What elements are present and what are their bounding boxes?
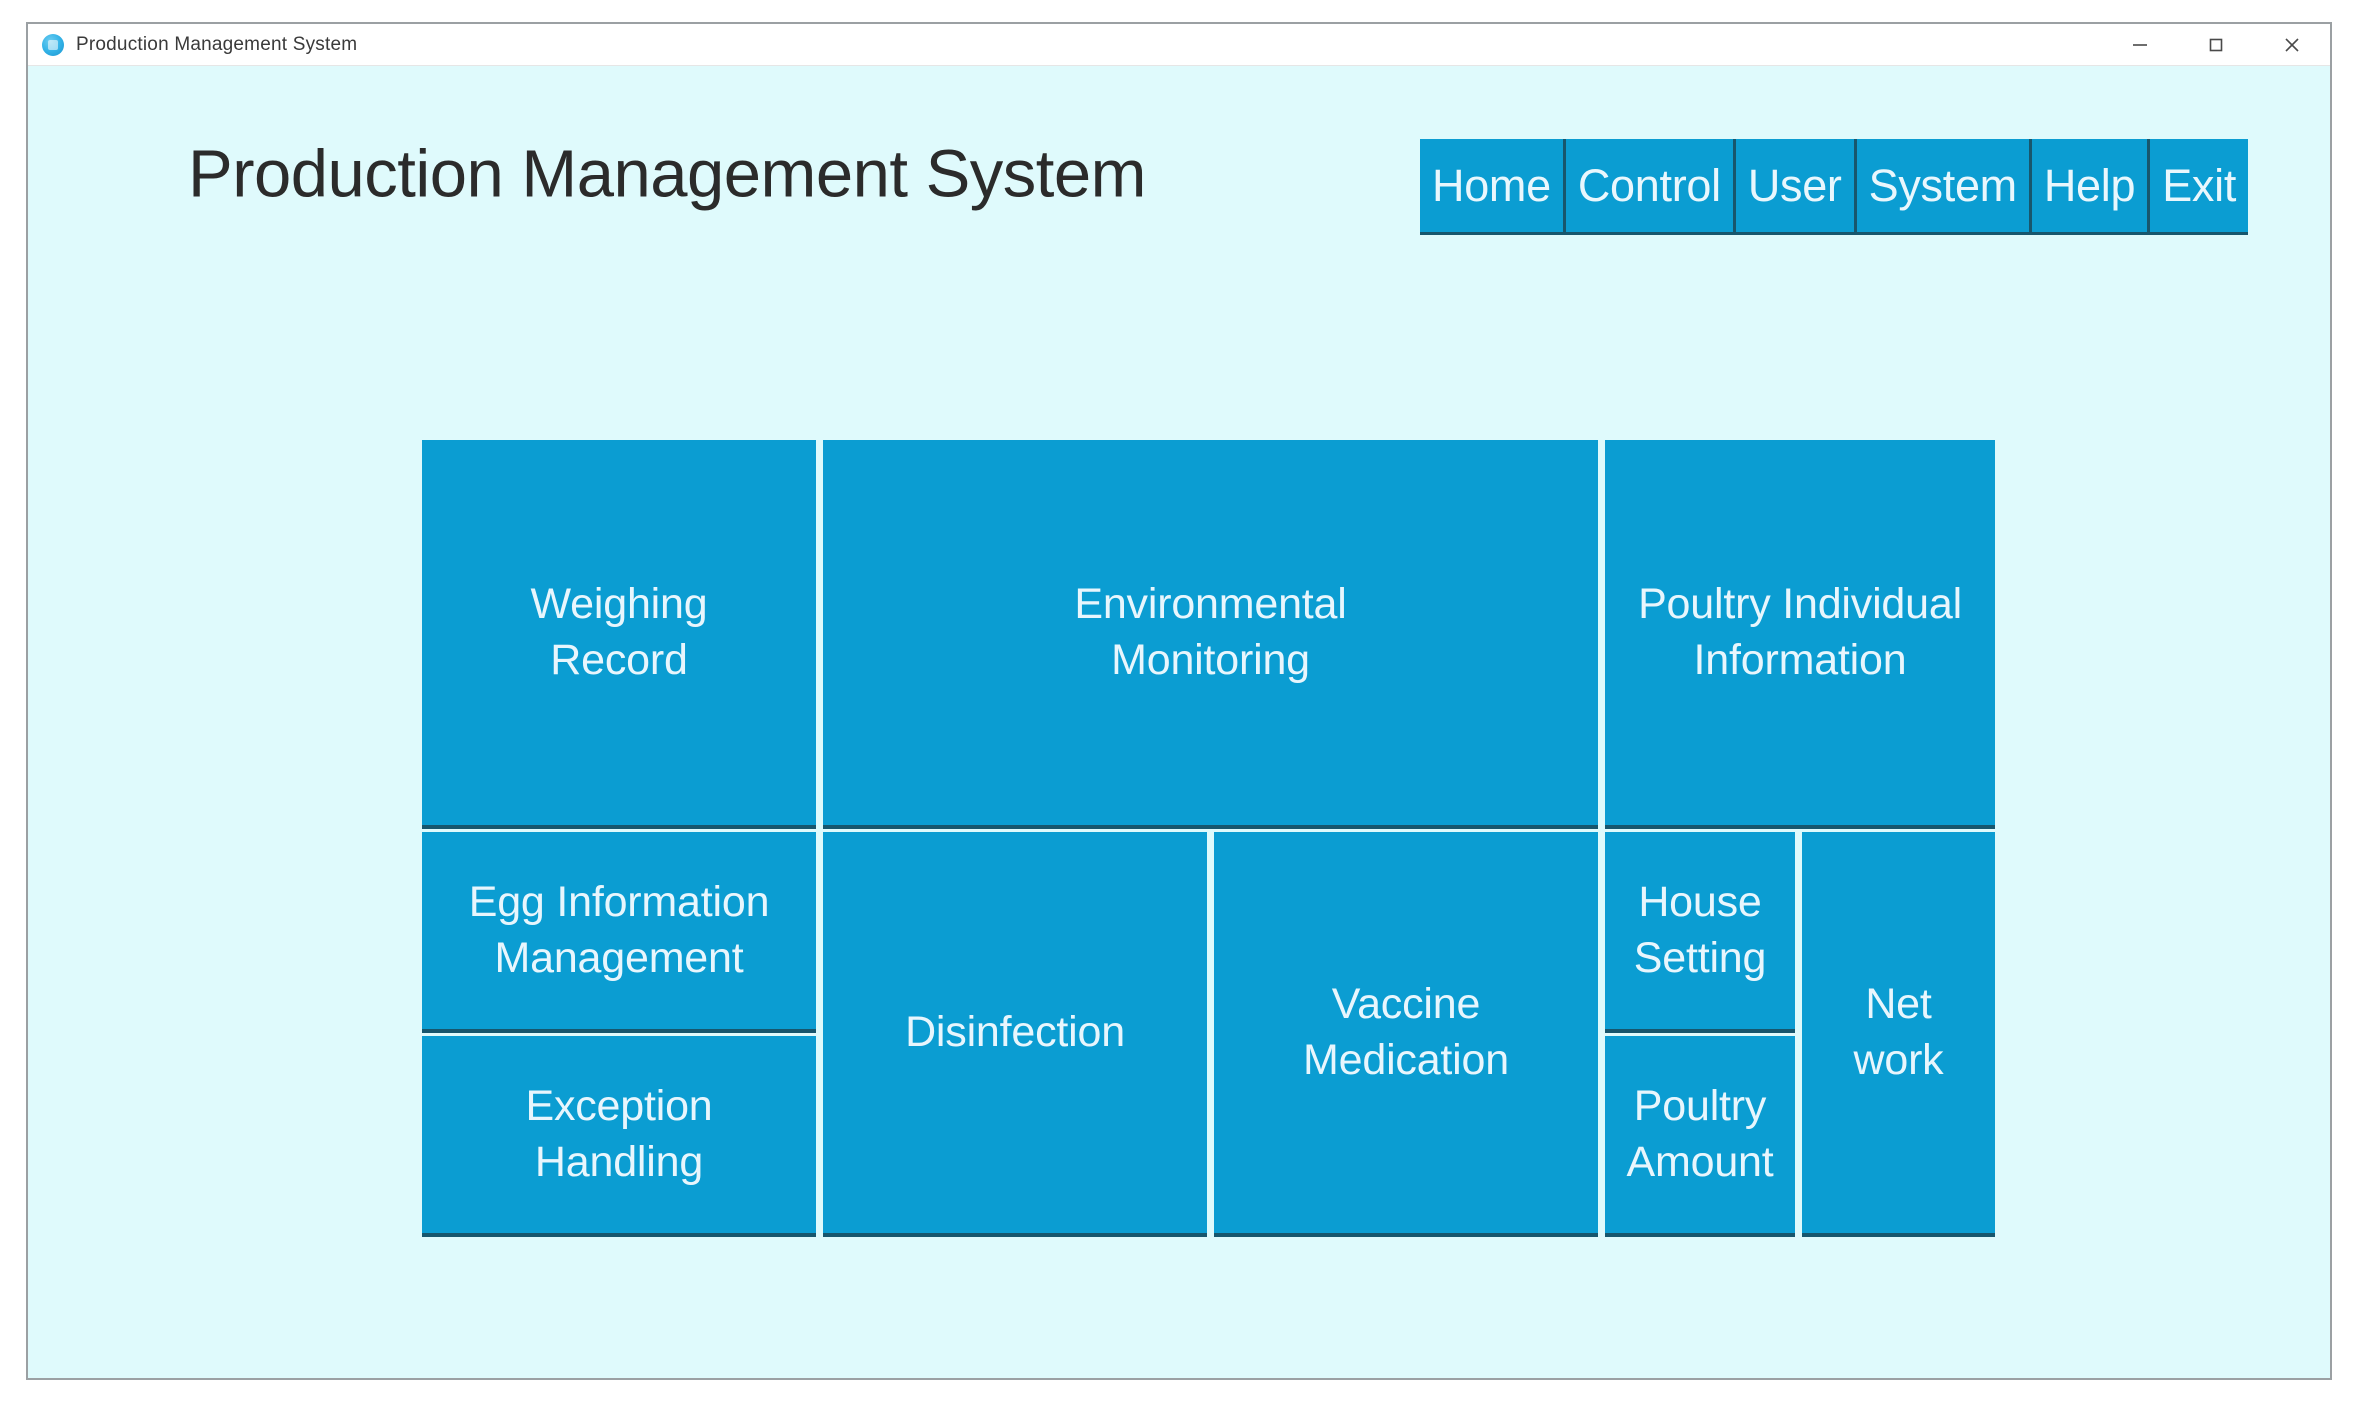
- window-controls: [2102, 24, 2330, 65]
- tile-row-bottom: Egg Information Management Exception Han…: [422, 832, 2002, 1233]
- tile-label: Weighing Record: [530, 580, 708, 684]
- tile-house-setting[interactable]: House Setting: [1605, 832, 1795, 1029]
- client-area: Production Management System Home Contro…: [28, 66, 2330, 1378]
- tile-network[interactable]: Net work: [1802, 832, 1995, 1233]
- tile-row-top: Weighing Record Environmental Monitoring…: [422, 440, 2002, 825]
- close-icon[interactable]: [2254, 24, 2330, 65]
- main-navigation: Home Control User System Help Exit: [1420, 139, 2249, 232]
- tile-poultry-individual-information[interactable]: Poultry Individual Information: [1605, 440, 1995, 825]
- nav-item-help[interactable]: Help: [2032, 139, 2151, 232]
- tile-label: Vaccine Medication: [1303, 980, 1509, 1084]
- nav-item-system[interactable]: System: [1857, 139, 2032, 232]
- nav-item-exit[interactable]: Exit: [2162, 159, 2237, 211]
- maximize-icon[interactable]: [2178, 24, 2254, 65]
- app-logo-icon: [42, 33, 64, 56]
- page-title: Production Management System: [188, 136, 1147, 212]
- tile-label: House Setting: [1633, 878, 1767, 982]
- tile-label: Net work: [1853, 980, 1944, 1084]
- tile-label: Poultry Amount: [1626, 1082, 1774, 1186]
- tile-group-left: Egg Information Management Exception Han…: [422, 832, 816, 1233]
- tile-group-right-stack: House Setting Poultry Amount: [1605, 832, 1795, 1233]
- tile-group-right: House Setting Poultry Amount Net work: [1605, 832, 1995, 1233]
- tile-environmental-monitoring[interactable]: Environmental Monitoring: [823, 440, 1598, 825]
- module-tile-grid: Weighing Record Environmental Monitoring…: [422, 440, 2002, 1233]
- tile-label: Egg Information Management: [468, 878, 770, 982]
- window-title: Production Management System: [76, 33, 358, 55]
- tile-label: Environmental Monitoring: [1074, 580, 1347, 684]
- application-window: Production Management System P: [26, 22, 2332, 1380]
- tile-group-middle: Disinfection Vaccine Medication: [823, 832, 1598, 1233]
- tile-label: Exception Handling: [525, 1082, 713, 1186]
- tile-egg-information-management[interactable]: Egg Information Management: [422, 832, 816, 1029]
- tile-disinfection[interactable]: Disinfection: [823, 832, 1207, 1233]
- nav-item-home[interactable]: Home: [1420, 139, 1566, 232]
- tile-label: Poultry Individual Information: [1638, 580, 1962, 684]
- tile-poultry-amount[interactable]: Poultry Amount: [1605, 1036, 1795, 1233]
- tile-vaccine-medication[interactable]: Vaccine Medication: [1214, 832, 1598, 1233]
- title-bar: Production Management System: [28, 24, 2330, 66]
- tile-exception-handling[interactable]: Exception Handling: [422, 1036, 816, 1233]
- tile-weighing-record[interactable]: Weighing Record: [422, 440, 816, 825]
- nav-item-user[interactable]: User: [1736, 139, 1857, 232]
- nav-item-control[interactable]: Control: [1566, 139, 1736, 232]
- tile-label: Disinfection: [905, 1007, 1125, 1056]
- minimize-icon[interactable]: [2102, 24, 2178, 65]
